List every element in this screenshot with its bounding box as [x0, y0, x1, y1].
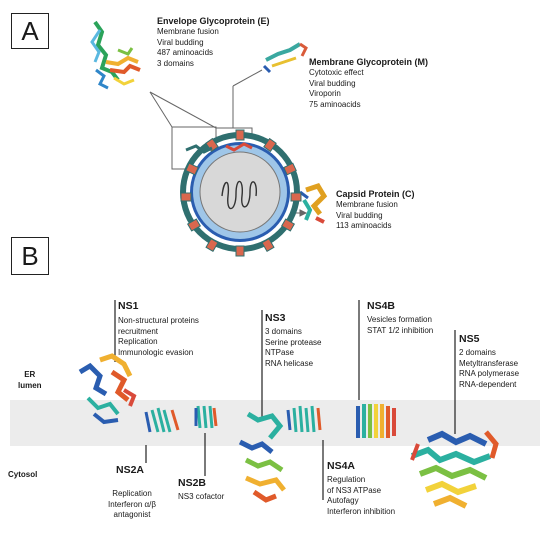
membrane-line: Cytotoxic effect — [309, 68, 364, 77]
ns4b-structure — [356, 404, 396, 438]
envelope-line: Viral budding — [157, 37, 204, 47]
capsid-line: Membrane fusion — [336, 200, 398, 209]
ns4b-title: NS4B — [367, 300, 396, 312]
ns5-title: NS5 — [459, 333, 480, 345]
ns4a-line: of NS3 ATPase — [327, 485, 382, 495]
capsid-protein-structure — [299, 182, 328, 224]
ns1-line: Non-structural proteins — [118, 316, 199, 325]
envelope-line: Membrane fusion — [157, 27, 219, 36]
ns2a-structure — [144, 407, 180, 433]
er-lumen-label: ER lumen — [18, 370, 42, 390]
ns4a-structure — [286, 405, 322, 433]
ns4a-line: Autofagy — [327, 496, 359, 505]
capsid-title: Capsid Protein (C) — [336, 189, 415, 199]
ns4a-label: NS4A Regulation of NS3 ATPase Autofagy I… — [327, 460, 395, 517]
ns1-line: Replication — [118, 337, 158, 346]
ns5-structure — [410, 430, 499, 509]
virus-particle — [180, 129, 302, 257]
ns5-label: NS5 2 domains Metyltransferase RNA polym… — [459, 333, 519, 390]
ns5-line: Metyltransferase — [459, 358, 519, 368]
cytosol-label: Cytosol — [8, 470, 38, 479]
ns5-line: RNA polymerase — [459, 369, 520, 378]
ns2a-line: antagonist — [113, 510, 151, 519]
capsid-label: Capsid Protein (C) Membrane fusion Viral… — [336, 188, 415, 232]
ns4a-title: NS4A — [327, 460, 356, 472]
envelope-title: Envelope Glycoprotein (E) — [157, 16, 270, 26]
envelope-line: 487 aminoacids — [157, 48, 214, 57]
panel-b-label: B — [11, 237, 49, 275]
ns3-label: NS3 3 domains Serine protease NTPase RNA… — [265, 312, 321, 369]
membrane-line: Viral budding — [309, 78, 356, 88]
ns1-label: NS1 Non-structural proteins recruitment … — [118, 300, 199, 358]
ns4b-label: NS4B Vesicles formation STAT 1/2 inhibit… — [367, 300, 433, 336]
ns5-line: RNA-dependent — [459, 379, 517, 389]
ns2a-line: Replication — [112, 489, 152, 498]
membrane-line: Viroporin — [309, 89, 341, 98]
leader-lines — [114, 300, 456, 500]
ns2b-label: NS2B NS3 cofactor — [178, 477, 224, 503]
ns4b-line: Vesicles formation — [367, 315, 432, 324]
ns1-line: recruitment — [118, 326, 159, 336]
ns1-line: Immunologic evasion — [118, 347, 194, 357]
ns4a-line: Regulation — [327, 475, 366, 484]
ns3-line: 3 domains — [265, 327, 302, 336]
membrane-title: Membrane Glycoprotein (M) — [309, 57, 429, 67]
ns2b-line: NS3 cofactor — [178, 492, 225, 501]
ns4a-line: Interferon inhibition — [327, 506, 396, 516]
ns4b-line: STAT 1/2 inhibition — [367, 325, 434, 335]
ns2b-structure — [194, 405, 218, 429]
ns2a-label: NS2A — [108, 464, 144, 477]
ns2a-line: Interferon α/β — [108, 499, 156, 509]
ns3-line: Serine protease — [265, 337, 322, 347]
ns3-line: RNA helicase — [265, 358, 314, 368]
ns5-line: 2 domains — [459, 348, 496, 357]
ns1-title: NS1 — [118, 300, 139, 312]
membrane-protein-structure — [262, 42, 308, 74]
panel-a-label: A — [11, 13, 49, 49]
ns3-structure — [238, 411, 286, 503]
capsid-line: Viral budding — [336, 210, 383, 220]
envelope-label: Envelope Glycoprotein (E) Membrane fusio… — [157, 15, 270, 69]
ns2b-title: NS2B — [178, 477, 207, 489]
ns3-title: NS3 — [265, 312, 286, 324]
capsid-line: 113 aminoacids — [336, 221, 392, 230]
ns1-structure — [78, 353, 137, 425]
ns3-line: NTPase — [265, 348, 294, 357]
membrane-line: 75 aminoacids — [309, 99, 361, 109]
ns2a-title: NS2A — [115, 464, 144, 476]
membrane-label: Membrane Glycoprotein (M) Cytotoxic effe… — [309, 56, 428, 110]
envelope-protein-structure — [90, 20, 141, 90]
envelope-line: 3 domains — [157, 58, 194, 68]
ns2a-text: Replication Interferon α/β antagonist — [94, 489, 170, 521]
